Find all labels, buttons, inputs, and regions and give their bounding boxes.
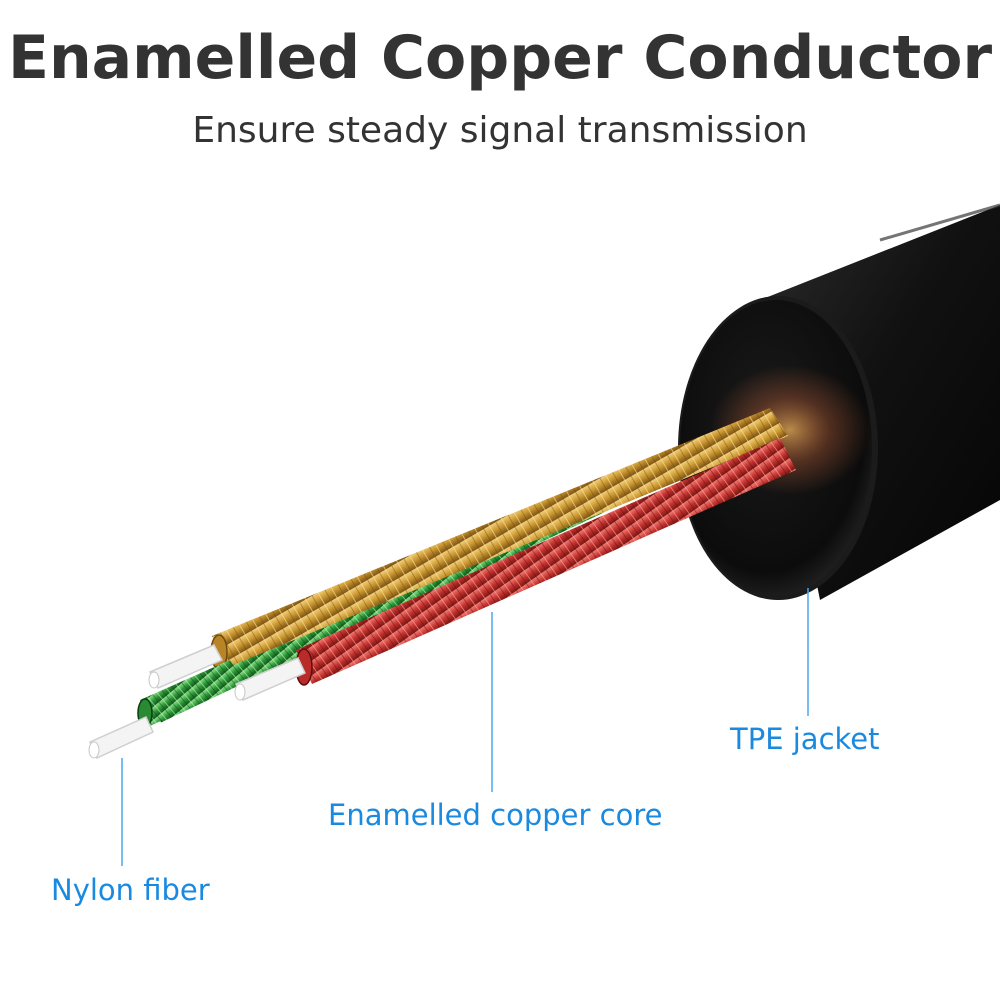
nylon-fibers [88, 644, 307, 760]
red-conductor [295, 438, 796, 686]
page-subtitle: Ensure steady signal transmission [192, 110, 808, 151]
callout-label-copper-core: Enamelled copper core [328, 798, 663, 832]
callout-label-nylon-fiber: Nylon fiber [51, 873, 210, 907]
callout-label-tpe-jacket: TPE jacket [730, 722, 880, 756]
page-title: Enamelled Copper Conductor [7, 23, 993, 93]
